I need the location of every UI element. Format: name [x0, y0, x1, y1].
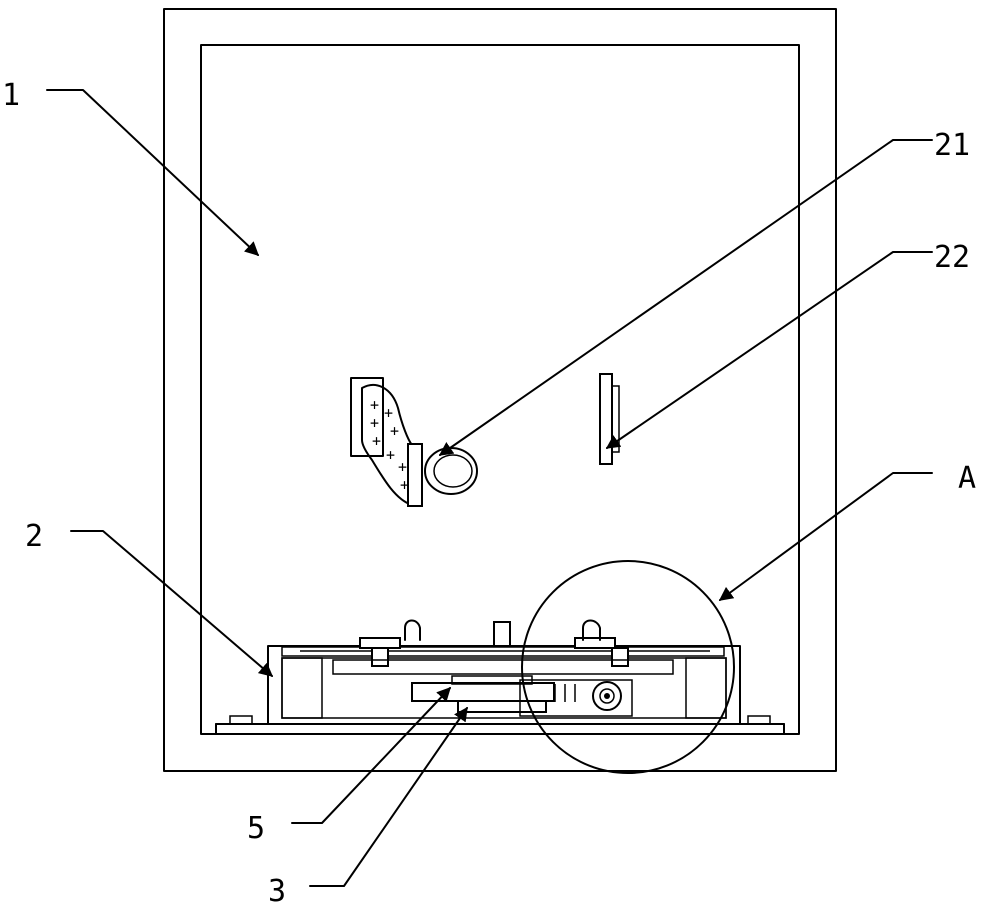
label-21: 21 [934, 128, 970, 163]
hook-assembly: + + + + + + + + [350, 377, 478, 507]
roller [592, 681, 622, 711]
svg-text:+: + [370, 414, 379, 432]
label-3: 3 [268, 874, 286, 907]
leader-22 [605, 251, 933, 449]
svg-text:+: + [372, 432, 381, 450]
housing-inner-panel [200, 44, 800, 735]
label-2: 2 [25, 519, 43, 554]
leader-1 [46, 89, 260, 256]
housing-outer-frame [163, 8, 837, 772]
svg-text:+: + [384, 404, 393, 422]
svg-text:+: + [390, 422, 399, 440]
svg-text:+: + [370, 396, 379, 414]
base-assembly [215, 619, 785, 735]
leader-3 [309, 706, 468, 887]
side-clip [599, 373, 620, 465]
label-22: 22 [934, 240, 970, 275]
label-a: A [958, 461, 976, 496]
leader-5 [291, 686, 451, 824]
leader-a [718, 472, 933, 601]
svg-text:+: + [398, 458, 407, 476]
svg-text:+: + [400, 476, 409, 494]
detail-circle-a [521, 560, 735, 774]
label-5: 5 [247, 811, 265, 846]
slide-plate [411, 682, 555, 702]
leader-2 [70, 530, 274, 677]
bottom-bar [457, 700, 547, 713]
label-1: 1 [2, 78, 20, 113]
leader-21 [438, 139, 933, 456]
svg-text:+: + [386, 446, 395, 464]
